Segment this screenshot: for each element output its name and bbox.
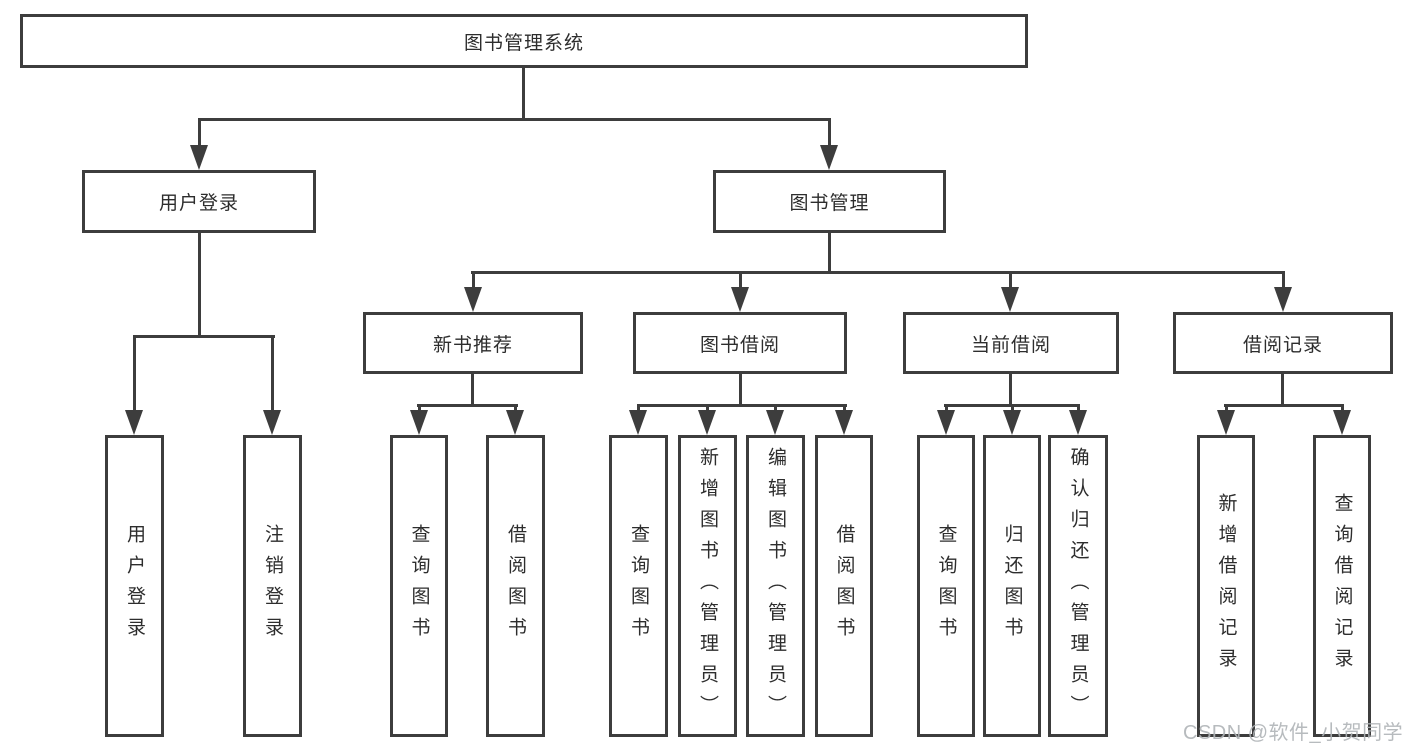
leaf-query-books-recommend: 查询图书 (390, 435, 448, 737)
leaf-add-borrow-record-label: 新增借阅记录 (1215, 493, 1237, 679)
arrow-down-icon (1333, 404, 1351, 435)
arrow-down-icon (835, 404, 853, 435)
node-library-management-system: 图书管理系统 (20, 14, 1028, 68)
leaf-user-login: 用户登录 (105, 435, 164, 737)
arrow-down-icon (937, 404, 955, 435)
leaf-edit-books-admin: 编辑图书（管理员） (746, 435, 805, 737)
watermark: CSDN @软件_小贺同学 (1183, 722, 1404, 744)
leaf-borrow-books: 借阅图书 (815, 435, 873, 737)
connector-line (828, 233, 831, 273)
leaf-query-borrow-record-label: 查询借阅记录 (1331, 493, 1353, 679)
arrow-down-icon (820, 118, 838, 170)
arrow-down-icon (698, 404, 716, 435)
leaf-logout-label: 注销登录 (262, 524, 283, 648)
arrow-down-icon (1274, 271, 1292, 312)
arrow-down-icon (190, 118, 208, 170)
arrow-down-icon (731, 271, 749, 312)
leaf-borrow-books-recommend-label: 借阅图书 (505, 524, 526, 648)
node-book-management: 图书管理 (713, 170, 946, 233)
leaf-add-borrow-record: 新增借阅记录 (1197, 435, 1255, 737)
leaf-edit-books-admin-label: 编辑图书（管理员） (765, 446, 786, 726)
leaf-query-books-borrowing: 查询图书 (609, 435, 668, 737)
arrow-down-icon (766, 404, 784, 435)
node-user-login: 用户登录 (82, 170, 316, 233)
connector-line (739, 374, 742, 407)
connector-line (133, 335, 275, 338)
leaf-query-books-recommend-label: 查询图书 (408, 524, 430, 648)
arrow-down-icon (1217, 404, 1235, 435)
node-book-borrowing: 图书借阅 (633, 312, 847, 374)
leaf-query-books-current: 查询图书 (917, 435, 975, 737)
leaf-logout: 注销登录 (243, 435, 302, 737)
leaf-borrow-books-recommend: 借阅图书 (486, 435, 545, 737)
leaf-query-borrow-record: 查询借阅记录 (1313, 435, 1371, 737)
arrow-down-icon (506, 404, 524, 435)
connector-line (522, 68, 525, 120)
arrow-down-icon (1003, 404, 1021, 435)
connector-line (471, 271, 1285, 274)
leaf-query-books-current-label: 查询图书 (935, 524, 957, 648)
connector-line (417, 404, 518, 407)
arrow-down-icon (464, 271, 482, 312)
leaf-return-books-label: 归还图书 (1001, 524, 1023, 648)
leaf-add-books-admin: 新增图书（管理员） (678, 435, 737, 737)
leaf-confirm-return-admin-label: 确认归还（管理员） (1067, 446, 1089, 726)
connector-line (1009, 374, 1012, 407)
connector-line (471, 374, 474, 407)
arrow-down-icon (629, 404, 647, 435)
node-current-borrowing: 当前借阅 (903, 312, 1119, 374)
node-borrowing-records: 借阅记录 (1173, 312, 1393, 374)
arrow-down-icon (125, 335, 143, 435)
leaf-confirm-return-admin: 确认归还（管理员） (1048, 435, 1108, 737)
leaf-return-books: 归还图书 (983, 435, 1041, 737)
connector-line (198, 233, 201, 337)
arrow-down-icon (263, 335, 281, 435)
arrow-down-icon (1069, 404, 1087, 435)
connector-line (637, 404, 847, 407)
leaf-add-books-admin-label: 新增图书（管理员） (697, 446, 718, 726)
connector-line (1281, 374, 1284, 407)
arrow-down-icon (1001, 271, 1019, 312)
leaf-borrow-books-label: 借阅图书 (833, 524, 855, 648)
leaf-query-books-borrowing-label: 查询图书 (628, 524, 649, 648)
connector-line (198, 118, 831, 121)
leaf-user-login-label: 用户登录 (124, 524, 145, 648)
arrow-down-icon (410, 404, 428, 435)
connector-line (1224, 404, 1344, 407)
node-new-book-recommendation: 新书推荐 (363, 312, 583, 374)
